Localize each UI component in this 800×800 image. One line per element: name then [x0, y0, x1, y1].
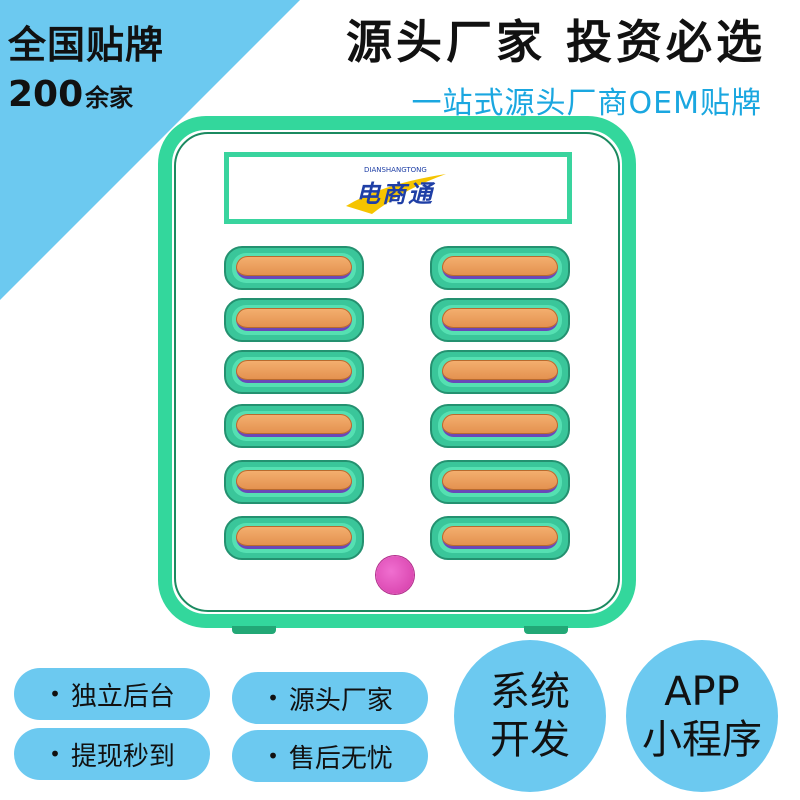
logo-swoosh-icon [346, 174, 446, 214]
power-bank-slot [224, 460, 364, 504]
badge-app-miniprogram: APP 小程序 [626, 640, 778, 792]
feature-label: 售后无忧 [288, 743, 393, 774]
power-bank [442, 526, 558, 549]
feature-label: 独立后台 [70, 681, 175, 712]
power-bank [442, 256, 558, 279]
power-bank-slot [430, 516, 570, 560]
subline: 一站式源头厂商OEM贴牌 [411, 86, 762, 121]
feature-pill-factory: • 源头厂家 [232, 672, 428, 724]
power-bank-slot [430, 246, 570, 290]
cabinet-foot-left [232, 626, 276, 634]
power-bank [442, 308, 558, 331]
corner-count: 200余家 [8, 74, 133, 115]
feature-pill-aftersales: • 售后无忧 [232, 730, 428, 782]
power-bank-slot [224, 516, 364, 560]
power-bank-slot [430, 298, 570, 342]
power-bank [236, 526, 352, 549]
power-bank [236, 256, 352, 279]
power-bank-slot [224, 246, 364, 290]
cabinet-foot-right [524, 626, 568, 634]
power-bank [236, 470, 352, 493]
power-bank-slot [430, 350, 570, 394]
feature-label: 提现秒到 [70, 741, 175, 772]
badge-system-dev: 系统 开发 [454, 640, 606, 792]
brand-logo: DIANSHANGTONG 电商通 [342, 166, 452, 218]
corner-count-unit: 余家 [85, 84, 134, 112]
power-bank-slot [224, 404, 364, 448]
feature-label: 源头厂家 [288, 685, 393, 716]
bullet-icon: • [49, 742, 61, 766]
logo-pinyin: DIANSHANGTONG [364, 166, 427, 174]
logo-text: 电商通 [356, 180, 434, 208]
badge-line2: 小程序 [642, 717, 762, 763]
bullet-icon: • [49, 682, 61, 706]
power-bank-slot [430, 460, 570, 504]
bullet-icon: • [267, 686, 279, 710]
badge-line1: APP [664, 669, 740, 715]
power-bank [236, 414, 352, 437]
power-bank [442, 470, 558, 493]
badge-line1: 系统 [490, 669, 570, 715]
bullet-icon: • [267, 744, 279, 768]
cabinet-logo-panel [224, 152, 572, 224]
badge-line2: 开发 [490, 717, 570, 763]
power-bank-slot [224, 350, 364, 394]
feature-pill-withdraw: • 提现秒到 [14, 728, 210, 780]
corner-title: 全国贴牌 [8, 23, 165, 67]
power-bank [442, 360, 558, 383]
headline: 源头厂家 投资必选 [345, 15, 766, 69]
corner-count-number: 200 [8, 74, 84, 115]
power-bank [236, 308, 352, 331]
power-bank-slot [224, 298, 364, 342]
power-bank [236, 360, 352, 383]
power-bank [442, 414, 558, 437]
cabinet-button [376, 556, 414, 594]
power-bank-slot [430, 404, 570, 448]
feature-pill-backend: • 独立后台 [14, 668, 210, 720]
